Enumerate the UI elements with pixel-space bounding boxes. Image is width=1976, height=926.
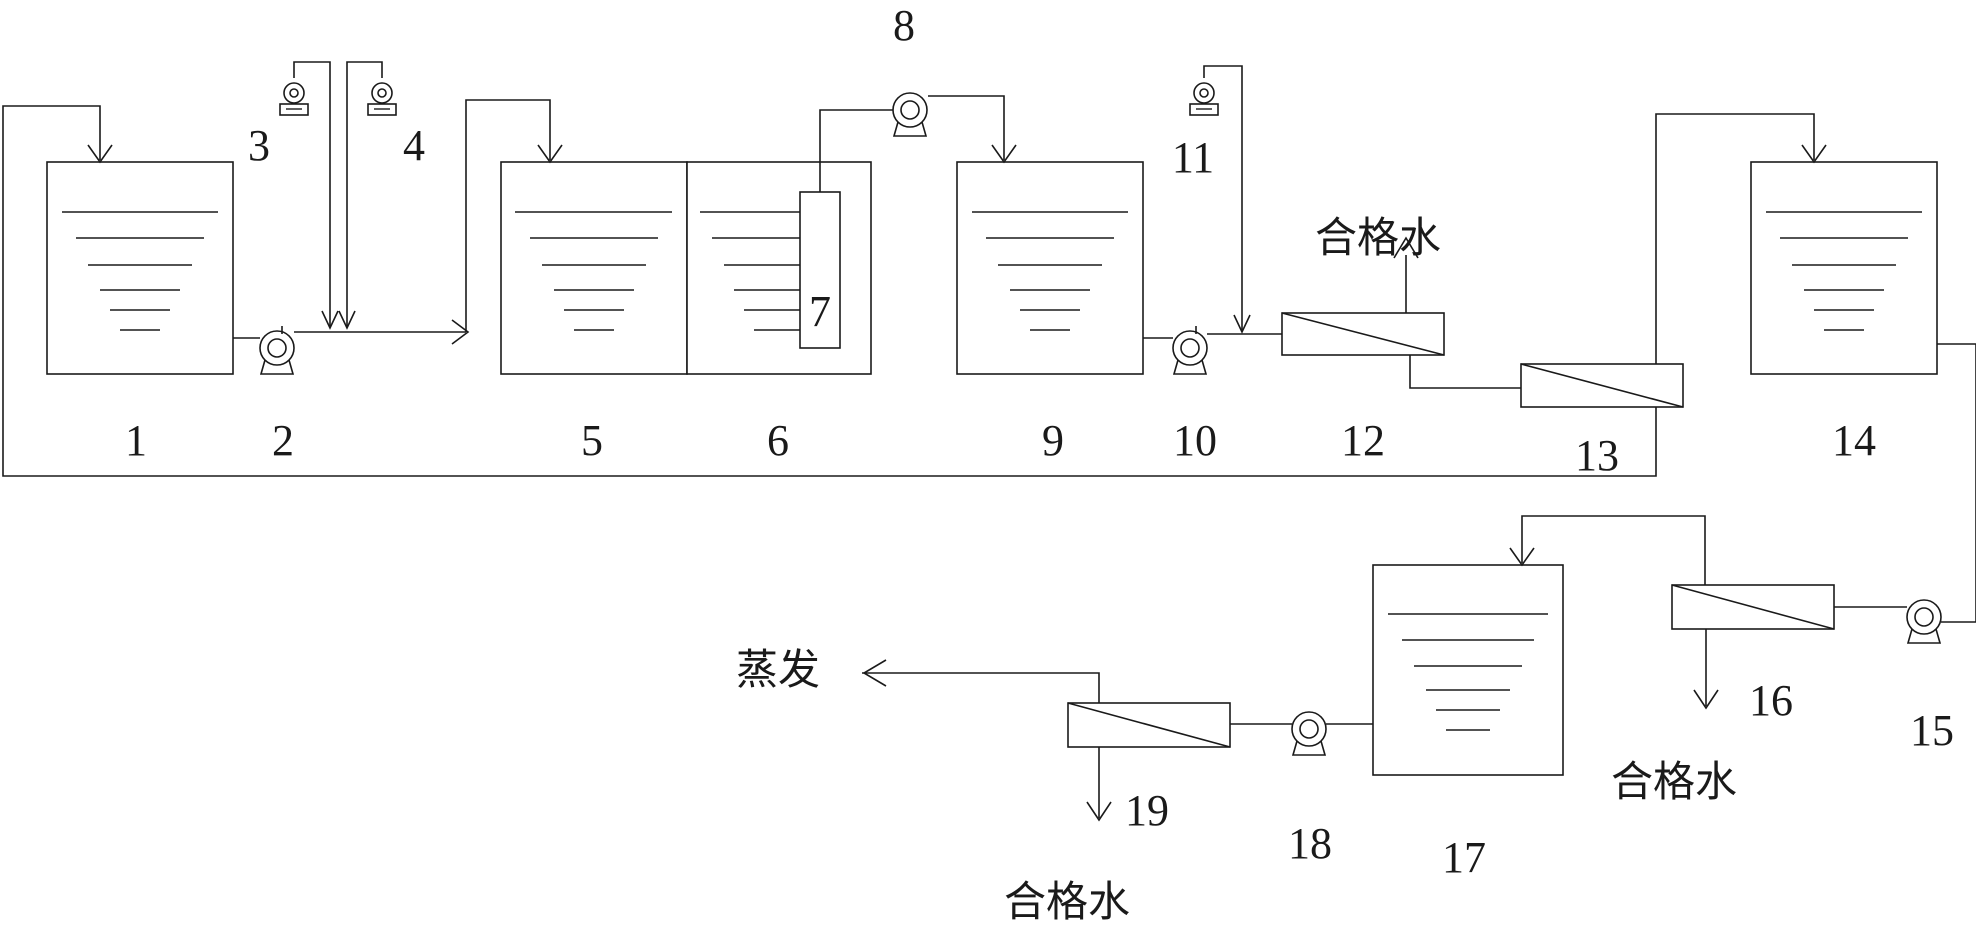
tank-5: [500, 161, 688, 375]
label-11: 11: [1172, 133, 1214, 182]
membrane-filter-13: [1520, 363, 1684, 408]
pump-18: [1291, 711, 1327, 756]
label-14: 14: [1832, 416, 1876, 465]
label-4: 4: [403, 121, 425, 170]
tank-6: [686, 161, 872, 375]
pump-2: [259, 330, 295, 375]
label-9: 9: [1042, 416, 1064, 465]
tank-1: [46, 161, 234, 375]
evaporation-label: 蒸发: [736, 645, 820, 694]
label-6: 6: [767, 416, 789, 465]
dosing-unit-4: [367, 82, 397, 116]
pipes: [2, 61, 1976, 818]
pump-10: [1172, 330, 1208, 375]
label-19: 19: [1125, 786, 1169, 835]
dosing-unit-3: [279, 82, 309, 116]
pump-15: [1906, 599, 1942, 644]
label-3: 3: [248, 121, 270, 170]
label-7: 7: [809, 287, 831, 336]
label-16: 16: [1749, 676, 1793, 725]
tank-17: [1372, 564, 1564, 776]
dosing-unit-11: [1189, 82, 1219, 116]
flow-arrows: [87, 144, 1827, 822]
label-1: 1: [125, 416, 147, 465]
pump-8: [892, 92, 928, 137]
qualified-water-label-12: 合格水: [1315, 213, 1441, 262]
label-5: 5: [581, 416, 603, 465]
label-12: 12: [1341, 416, 1385, 465]
qualified-water-label-19: 合格水: [1004, 877, 1130, 926]
membrane-filter-16: [1671, 584, 1835, 630]
label-17: 17: [1442, 833, 1486, 882]
tank-9: [956, 161, 1144, 375]
membrane-filter-12: [1281, 312, 1445, 356]
label-15: 15: [1910, 706, 1954, 755]
label-2: 2: [272, 416, 294, 465]
label-13: 13: [1575, 431, 1619, 480]
label-10: 10: [1173, 416, 1217, 465]
qualified-water-label-16: 合格水: [1611, 757, 1737, 806]
label-18: 18: [1288, 819, 1332, 868]
tank-14: [1750, 161, 1938, 375]
label-8: 8: [893, 1, 915, 50]
membrane-filter-19: [1067, 702, 1231, 748]
